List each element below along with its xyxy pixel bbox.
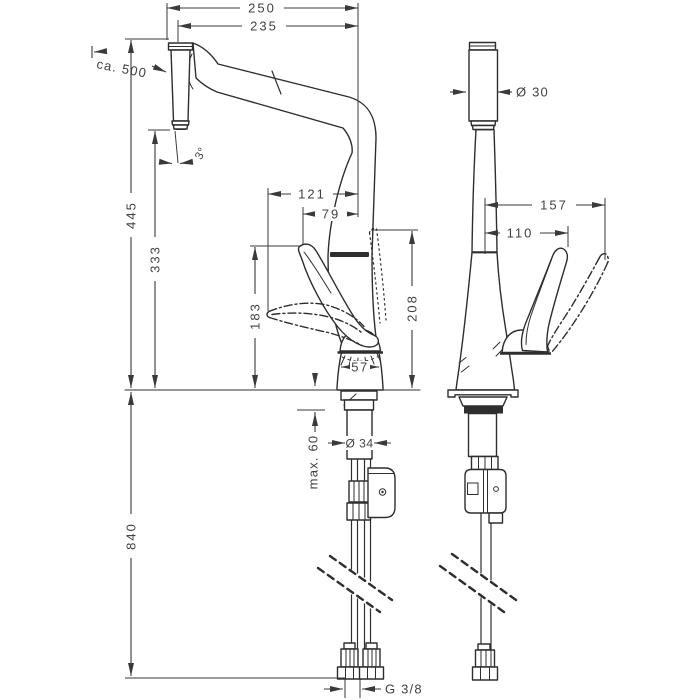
dim-label-157: 157 [540,198,568,213]
dim-ca500: ca. 500 [91,46,167,81]
shank-side [467,412,498,458]
dim-label-o30: Ø 30 [516,85,549,100]
dim-57: 57 [341,360,379,375]
dim-g38: G 3/8 [324,682,423,697]
hose-break-marks-front [316,554,394,614]
side-view [438,41,609,681]
dim-label-110: 110 [507,226,534,241]
dim-label-ca500: ca. 500 [95,56,148,80]
dim-label-o34: Ø 34 [345,437,373,451]
dim-label-max60: max. 60 [306,435,321,490]
dim-label-208: 208 [405,294,420,322]
aerator [171,120,190,126]
dim-label-g38: G 3/8 [385,682,423,697]
base-collar [340,390,378,401]
dim-label-235: 235 [250,19,278,34]
dim-o30: Ø 30 [450,85,549,100]
dim-label-445: 445 [124,201,139,229]
dim-label-183: 183 [248,302,263,330]
handle-front-lowered-outline [266,302,365,347]
body-seam-bar [330,252,369,257]
under-counter-front [316,390,396,680]
base-shading-side [458,341,504,373]
dim-label-121: 121 [298,187,326,202]
spray-head-side [468,41,499,131]
handle-side-solid [520,247,569,353]
hose-coupling-upper [346,480,372,521]
handle-side-swung-outline [545,253,609,354]
dim-label-333: 333 [148,245,163,273]
hose-side [480,512,492,651]
handle-front-solid [297,243,380,348]
aerator-side [470,120,497,127]
hose-break-marks-side [438,552,518,614]
dim-label-57: 57 [351,360,368,375]
dim-max60: max. 60 [306,373,321,492]
under-counter-side [438,389,519,681]
stabilizer-flange [447,389,519,398]
dim-label-3deg: 3° [193,146,209,162]
dim-o34: Ø 34 [328,436,391,451]
dim-label-79: 79 [322,207,340,222]
handle-front-raised-outline [368,227,387,324]
dim-label-250: 250 [248,1,276,16]
spout-joint-seam [271,70,282,95]
body-side [455,251,516,391]
threaded-shank [346,409,373,460]
dim-3deg: 3° [158,130,209,165]
extension-lines [125,3,606,698]
dim-label-840: 840 [124,522,139,550]
g38-connector-side [471,643,499,681]
box-tab [488,512,504,524]
spray-head-front [167,42,194,130]
locking-nut [464,406,503,414]
select-valve-box-front [367,467,396,519]
g38-connectors [336,642,385,680]
select-valve-box-side [464,468,507,514]
